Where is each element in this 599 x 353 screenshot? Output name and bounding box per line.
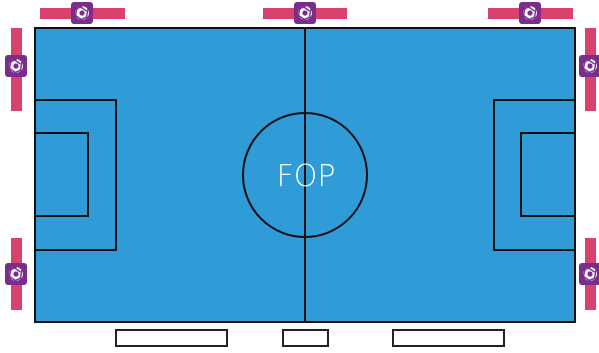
pitch: FOP bbox=[34, 27, 576, 323]
center-circle bbox=[242, 112, 368, 238]
bottom-box-right bbox=[392, 329, 505, 347]
bottom-box-center bbox=[282, 329, 329, 347]
camera-aperture-icon bbox=[578, 54, 599, 78]
bottom-box-left bbox=[115, 329, 228, 347]
right-goal-area bbox=[520, 132, 576, 217]
left-goal-area bbox=[34, 132, 89, 217]
bottom-boxes bbox=[115, 329, 505, 347]
camera-aperture-icon bbox=[518, 1, 542, 25]
field-of-play-label: FOP bbox=[277, 159, 336, 194]
camera-aperture-icon bbox=[70, 1, 94, 25]
camera-aperture-icon bbox=[4, 262, 28, 286]
camera-aperture-icon bbox=[4, 54, 28, 78]
camera-aperture-icon bbox=[293, 1, 317, 25]
camera-aperture-icon bbox=[578, 262, 599, 286]
